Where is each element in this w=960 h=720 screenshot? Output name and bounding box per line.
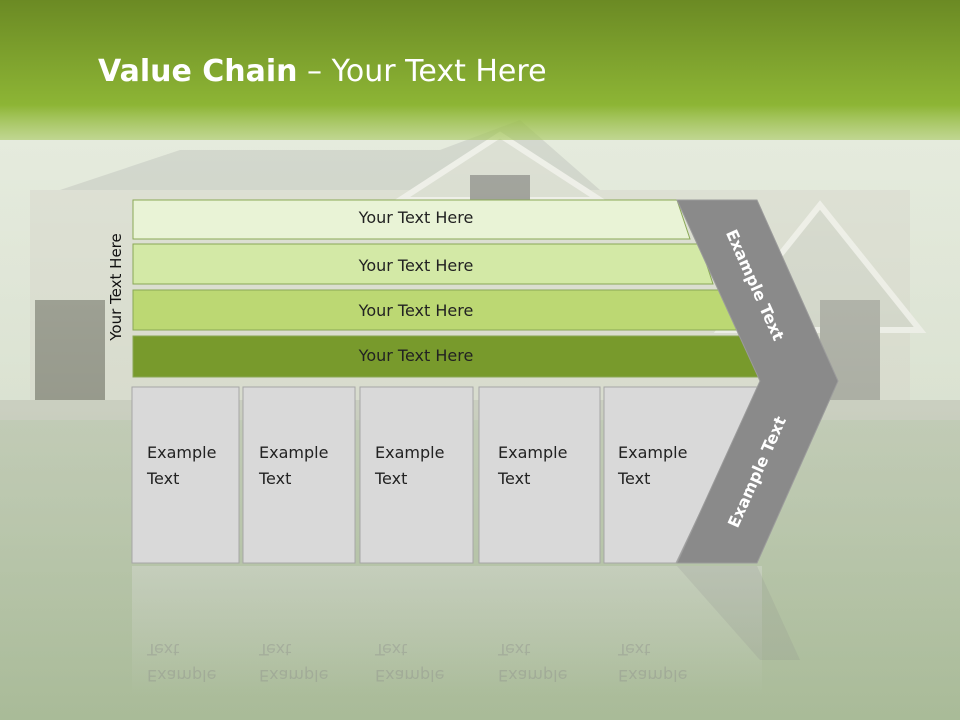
- title-rest: – Your Text Here: [297, 54, 547, 89]
- box-5-reflection-line-2: Text: [618, 640, 651, 659]
- slide-title: Value Chain – Your Text Here: [98, 54, 547, 89]
- box-1-reflection-line-2: Text: [147, 640, 180, 659]
- box-1-reflection: Example Text: [147, 636, 216, 688]
- box-1-reflection-line-1: Example: [147, 666, 217, 685]
- bar-label-4: Your Text Here: [358, 346, 474, 365]
- title-bold: Value Chain: [98, 54, 298, 89]
- box-5-reflection: Example Text: [618, 636, 687, 688]
- box-5-reflection-line-1: Example: [618, 666, 688, 685]
- box-2-reflection-line-1: Example: [259, 666, 329, 685]
- box-3: [359, 386, 474, 564]
- box-2-line-1: Example: [259, 443, 329, 462]
- box-3-reflection-line-1: Example: [375, 666, 445, 685]
- box-5-line-1: Example: [618, 443, 688, 462]
- box-4: [478, 386, 601, 564]
- box-3-line-2: Text: [375, 469, 408, 488]
- box-4-reflection-line-2: Text: [498, 640, 531, 659]
- vertical-label: Your Text Here: [107, 233, 125, 341]
- box-5-line-2: Text: [618, 469, 651, 488]
- box-1-line-2: Text: [147, 469, 180, 488]
- bar-2: [132, 243, 714, 285]
- box-1-line-1: Example: [147, 443, 217, 462]
- bar-1: [132, 199, 691, 240]
- box-2: [242, 386, 356, 564]
- box-3-reflection: Example Text: [375, 636, 444, 688]
- bar-label-3: Your Text Here: [358, 301, 474, 320]
- box-2-line-2: Text: [259, 469, 292, 488]
- box-3-reflection-line-2: Text: [375, 640, 408, 659]
- chevron-arrow: [676, 199, 839, 564]
- box-5: [603, 386, 761, 564]
- box-2-reflection-line-2: Text: [259, 640, 292, 659]
- box-4-reflection-line-1: Example: [498, 666, 568, 685]
- box-4-line-2: Text: [498, 469, 531, 488]
- box-3-line-1: Example: [375, 443, 445, 462]
- box-4-line-1: Example: [498, 443, 568, 462]
- bar-label-2: Your Text Here: [358, 256, 474, 275]
- box-2-reflection: Example Text: [259, 636, 328, 688]
- box-1: [131, 386, 240, 564]
- box-4-reflection: Example Text: [498, 636, 567, 688]
- bar-label-1: Your Text Here: [358, 208, 474, 227]
